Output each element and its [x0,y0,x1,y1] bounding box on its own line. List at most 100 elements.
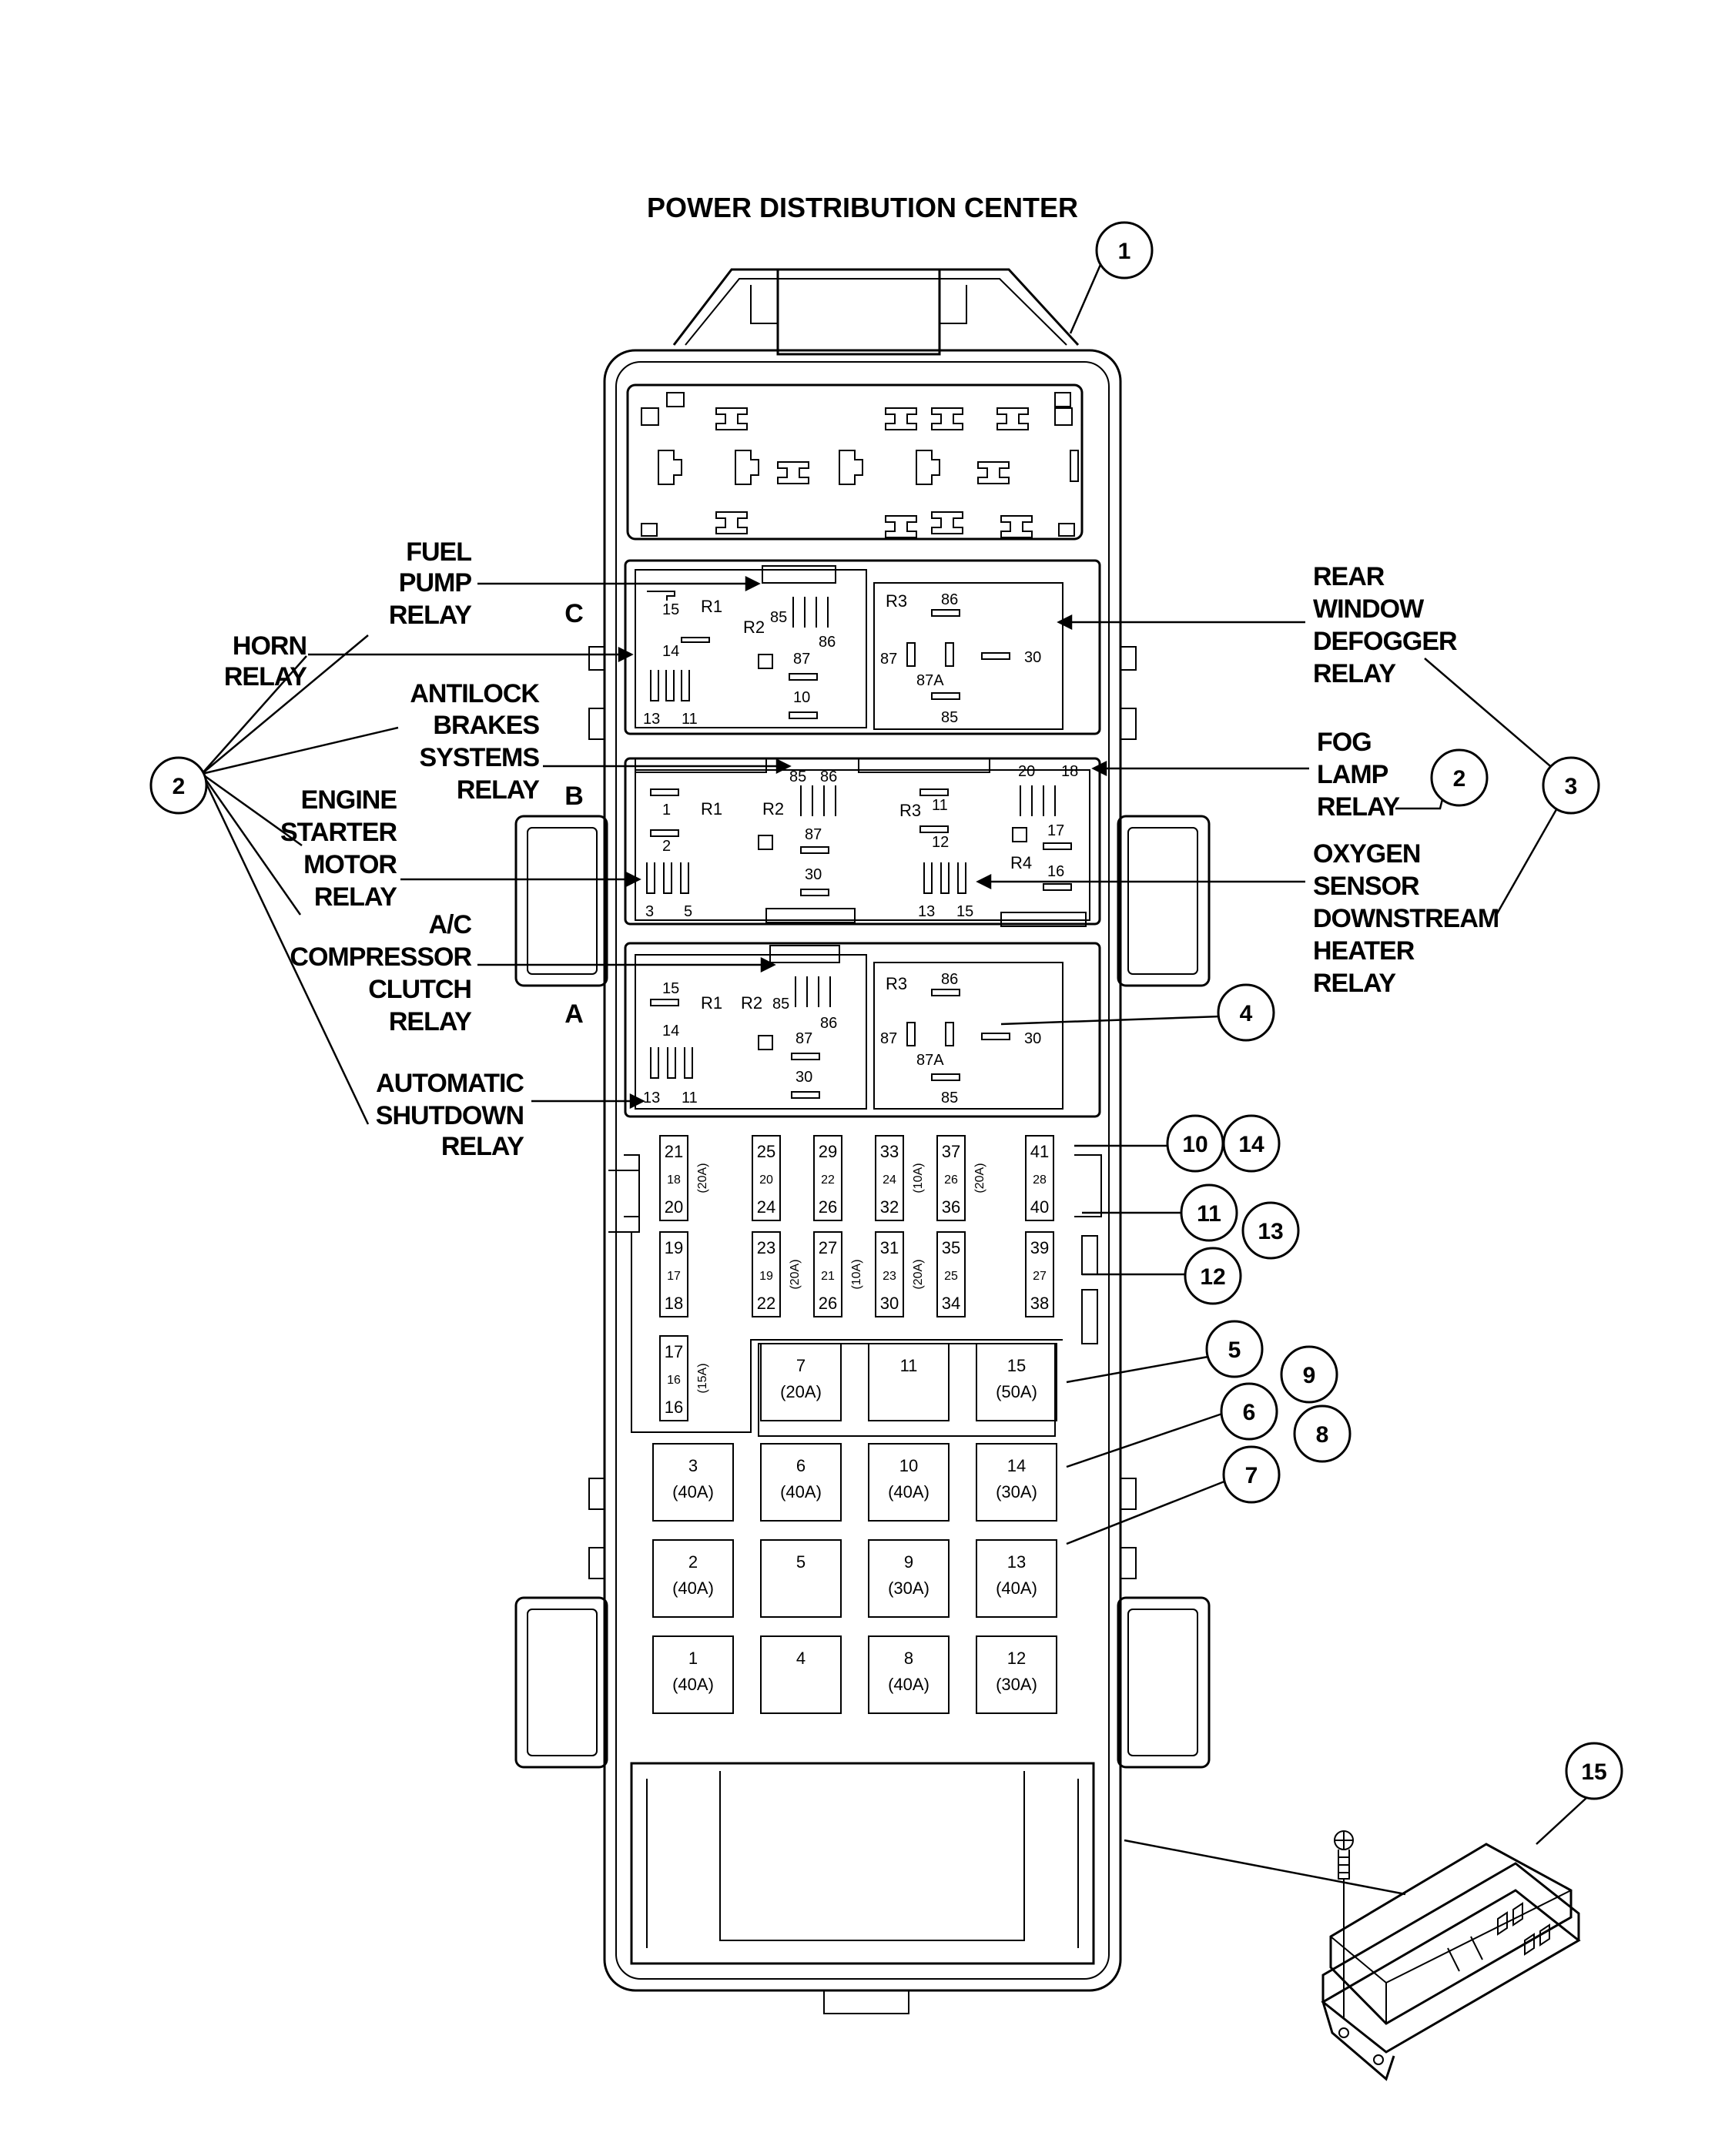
svg-text:STARTER: STARTER [280,818,397,847]
maxi-fuse: 14(30A) [976,1443,1057,1522]
fuse-amperage: (10A) [850,1259,863,1289]
svg-text:13: 13 [643,1090,660,1106]
svg-text:85: 85 [789,768,806,785]
fuse-number-mid: 19 [759,1270,773,1283]
svg-text:BRAKES: BRAKES [433,711,539,740]
svg-text:20: 20 [1018,763,1035,780]
section-letter-b: B [564,782,583,811]
callout-number: 2 [172,774,186,799]
svg-text:OXYGEN: OXYGEN [1313,839,1420,869]
fuse-number-top: 21 [665,1142,683,1161]
fuse-number-bottom: 30 [880,1294,899,1313]
callout-number: 11 [1197,1201,1221,1227]
fuse-amperage: (20A) [789,1259,802,1289]
svg-text:3: 3 [645,903,654,920]
fuse-number-top: 27 [819,1238,837,1257]
maxi-fuse-amperage: (40A) [780,1482,822,1502]
svg-text:87: 87 [880,1030,897,1047]
svg-text:86: 86 [820,1015,837,1032]
svg-text:87: 87 [793,651,810,668]
maxi-fuse-amperage: (30A) [996,1675,1037,1694]
maxi-fuse-number: 11 [900,1356,918,1375]
fuse-number-top: 31 [880,1238,899,1257]
svg-text:30: 30 [1024,1030,1041,1047]
fuse-number-mid: 28 [1033,1173,1047,1187]
callout-11: 11 [1180,1183,1238,1242]
svg-text:87A: 87A [916,1052,944,1069]
fuse-number-mid: 18 [667,1173,681,1187]
maxi-fuse-number: 9 [904,1552,913,1572]
svg-text:RELAY: RELAY [1317,792,1400,822]
callout-number: 3 [1565,774,1578,799]
fuse-number-mid: 26 [944,1173,958,1187]
svg-text:14: 14 [662,1023,679,1040]
relay-section-b: R1 R2 R3 R4 1 2 3 5 85 86 87 30 11 12 13… [624,757,1101,927]
maxi-fuse: 9 (30A) [868,1539,950,1618]
svg-text:13: 13 [643,711,660,728]
maxi-fuse-amperage: (40A) [672,1482,714,1502]
svg-text:COMPRESSOR: COMPRESSOR [290,942,471,972]
fuse-number-mid: 25 [944,1270,958,1283]
pdc-housing [514,268,1211,2014]
maxi-fuse-amperage: (40A) [996,1578,1037,1598]
callout-number: 9 [1303,1363,1316,1388]
maxi-fuse-number: 7 [796,1356,806,1375]
callout-number: 10 [1182,1132,1208,1157]
fuse-number-mid: 24 [883,1173,896,1187]
fuse-number-bottom: 18 [665,1294,683,1313]
fuse-number-top: 17 [665,1342,683,1361]
fuse-number-bottom: 16 [665,1398,683,1417]
maxi-fuse-amperage: (40A) [888,1482,929,1502]
callout-number: 4 [1240,1001,1253,1026]
maxi-fuse: 15(50A) [976,1343,1057,1421]
fuse-number-mid: 17 [667,1270,681,1283]
svg-text:86: 86 [941,971,958,988]
svg-text:85: 85 [941,1090,958,1106]
fuse-number-mid: 27 [1033,1270,1047,1283]
svg-text:WINDOW: WINDOW [1313,594,1425,624]
svg-text:LAMP: LAMP [1317,760,1388,789]
callout-number: 13 [1258,1219,1283,1244]
maxi-fuse: 12(30A) [976,1635,1057,1714]
callout-number: 12 [1200,1264,1225,1290]
svg-text:RELAY: RELAY [389,601,472,630]
fuse-amperage: (20A) [696,1163,709,1193]
svg-text:A/C: A/C [428,910,471,939]
maxi-fuse-number: 5 [796,1552,806,1572]
svg-text:85: 85 [772,996,789,1013]
fuse-number-top: 33 [880,1142,899,1161]
svg-text:11: 11 [682,1090,698,1106]
maxi-fuse-number: 1 [688,1649,698,1668]
fuse-number-top: 37 [942,1142,960,1161]
svg-text:15: 15 [662,980,679,997]
svg-text:30: 30 [796,1069,812,1086]
callout-1: 1 [1095,221,1154,280]
svg-text:DOWNSTREAM: DOWNSTREAM [1313,904,1499,933]
callout-9: 9 [1280,1345,1338,1404]
maxi-fuse-amperage: (30A) [888,1578,929,1598]
callout-10: 10 [1166,1114,1224,1173]
mini-fuse-array: 211820(20A)252024292226332432(10A)372636… [659,1135,1054,1421]
svg-text:85: 85 [770,609,787,626]
fuse-number-top: 23 [757,1238,775,1257]
svg-text:86: 86 [820,768,837,785]
svg-text:R1: R1 [701,799,722,819]
maxi-fuse: 6(40A) [760,1443,842,1522]
svg-text:11: 11 [682,711,698,728]
svg-text:10: 10 [793,689,810,706]
maxi-fuse-amperage: (40A) [888,1675,929,1694]
svg-text:ENGINE: ENGINE [301,785,397,815]
svg-text:HORN: HORN [233,631,306,661]
svg-text:RELAY: RELAY [1313,969,1396,998]
fuse-number-bottom: 20 [665,1197,683,1217]
maxi-fuse-amperage: (50A) [996,1382,1037,1401]
fuse-number-mid: 16 [667,1374,681,1387]
